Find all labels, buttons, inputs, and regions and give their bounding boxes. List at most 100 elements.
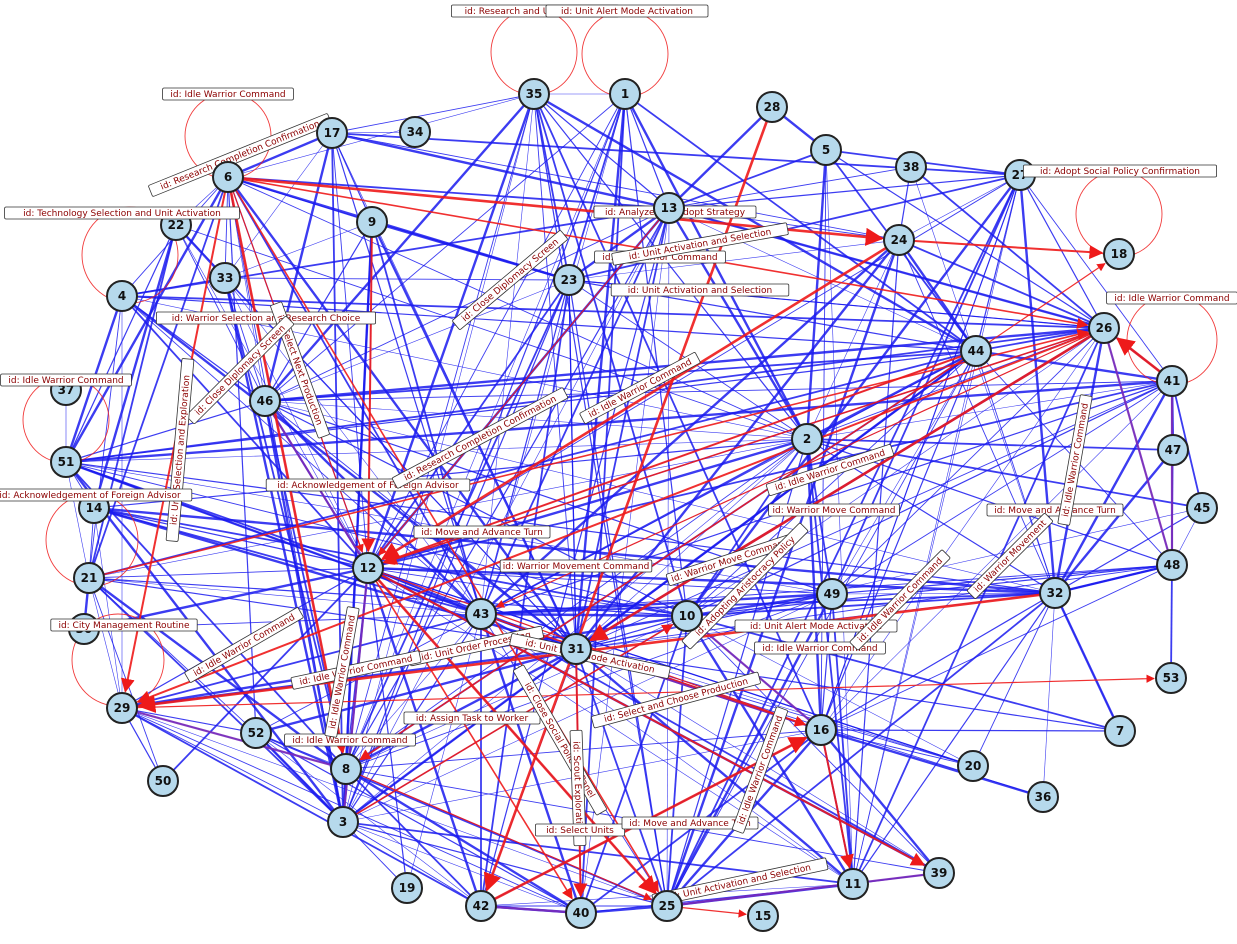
node-circle-4[interactable]: [106, 280, 138, 312]
loop-label-30: id: City Management Routine: [50, 618, 198, 632]
node-34[interactable]: 34: [399, 116, 431, 148]
node-circle-34[interactable]: [399, 116, 431, 148]
node-circle-12[interactable]: [352, 552, 384, 584]
node-36[interactable]: 36: [1027, 781, 1059, 813]
node-25[interactable]: 25: [651, 890, 683, 922]
node-circle-28[interactable]: [756, 91, 788, 123]
node-19[interactable]: 19: [391, 872, 423, 904]
node-39[interactable]: 39: [923, 857, 955, 889]
node-circle-43[interactable]: [465, 598, 497, 630]
node-circle-46[interactable]: [249, 385, 281, 417]
node-circle-23[interactable]: [553, 264, 585, 296]
node-33[interactable]: 33: [209, 262, 241, 294]
node-32[interactable]: 32: [1039, 577, 1071, 609]
node-circle-26[interactable]: [1088, 312, 1120, 344]
node-circle-35[interactable]: [518, 78, 550, 110]
node-43[interactable]: 43: [465, 598, 497, 630]
node-circle-53[interactable]: [1155, 662, 1187, 694]
node-circle-5[interactable]: [810, 134, 842, 166]
node-circle-17[interactable]: [316, 117, 348, 149]
node-11[interactable]: 11: [837, 868, 869, 900]
node-5[interactable]: 5: [810, 134, 842, 166]
node-49[interactable]: 49: [816, 578, 848, 610]
node-17[interactable]: 17: [316, 117, 348, 149]
node-circle-24[interactable]: [883, 224, 915, 256]
node-circle-2[interactable]: [791, 423, 823, 455]
node-circle-7[interactable]: [1104, 715, 1136, 747]
node-circle-31[interactable]: [560, 633, 592, 665]
node-18[interactable]: 18: [1103, 238, 1135, 270]
node-24[interactable]: 24: [883, 224, 915, 256]
node-circle-9[interactable]: [356, 206, 388, 238]
node-9[interactable]: 9: [356, 206, 388, 238]
node-circle-49[interactable]: [816, 578, 848, 610]
node-circle-11[interactable]: [837, 868, 869, 900]
node-16[interactable]: 16: [805, 714, 837, 746]
node-28[interactable]: 28: [756, 91, 788, 123]
node-circle-3[interactable]: [327, 806, 359, 838]
node-circle-15[interactable]: [747, 900, 779, 932]
node-44[interactable]: 44: [960, 335, 992, 367]
node-42[interactable]: 42: [465, 890, 497, 922]
node-53[interactable]: 53: [1155, 662, 1187, 694]
node-48[interactable]: 48: [1156, 549, 1188, 581]
node-10[interactable]: 10: [671, 600, 703, 632]
node-circle-39[interactable]: [923, 857, 955, 889]
node-38[interactable]: 38: [895, 151, 927, 183]
node-26[interactable]: 26: [1088, 312, 1120, 344]
node-circle-29[interactable]: [106, 692, 138, 724]
node-20[interactable]: 20: [957, 750, 989, 782]
edge-52-42: [255, 732, 482, 907]
node-21[interactable]: 21: [73, 562, 105, 594]
node-2[interactable]: 2: [791, 423, 823, 455]
node-35[interactable]: 35: [518, 78, 550, 110]
node-circle-42[interactable]: [465, 890, 497, 922]
node-circle-44[interactable]: [960, 335, 992, 367]
node-23[interactable]: 23: [553, 264, 585, 296]
node-circle-13[interactable]: [653, 192, 685, 224]
node-circle-10[interactable]: [671, 600, 703, 632]
edge-8-13: [345, 207, 670, 770]
node-circle-36[interactable]: [1027, 781, 1059, 813]
node-circle-47[interactable]: [1157, 434, 1189, 466]
node-circle-6[interactable]: [212, 161, 244, 193]
edge-14-12: [93, 507, 369, 569]
node-1[interactable]: 1: [609, 78, 641, 110]
node-circle-1[interactable]: [609, 78, 641, 110]
node-29[interactable]: 29: [106, 692, 138, 724]
node-circle-33[interactable]: [209, 262, 241, 294]
node-circle-50[interactable]: [147, 765, 179, 797]
node-circle-16[interactable]: [805, 714, 837, 746]
node-6[interactable]: 6: [212, 161, 244, 193]
node-circle-51[interactable]: [50, 446, 82, 478]
node-circle-18[interactable]: [1103, 238, 1135, 270]
node-46[interactable]: 46: [249, 385, 281, 417]
node-51[interactable]: 51: [50, 446, 82, 478]
node-circle-41[interactable]: [1156, 365, 1188, 397]
node-15[interactable]: 15: [747, 900, 779, 932]
node-40[interactable]: 40: [565, 897, 597, 929]
node-4[interactable]: 4: [106, 280, 138, 312]
node-circle-20[interactable]: [957, 750, 989, 782]
node-13[interactable]: 13: [653, 192, 685, 224]
node-circle-38[interactable]: [895, 151, 927, 183]
node-circle-48[interactable]: [1156, 549, 1188, 581]
node-41[interactable]: 41: [1156, 365, 1188, 397]
node-circle-32[interactable]: [1039, 577, 1071, 609]
node-52[interactable]: 52: [240, 717, 272, 749]
node-circle-19[interactable]: [391, 872, 423, 904]
node-circle-52[interactable]: [240, 717, 272, 749]
node-circle-21[interactable]: [73, 562, 105, 594]
node-8[interactable]: 8: [330, 753, 362, 785]
node-circle-25[interactable]: [651, 890, 683, 922]
node-31[interactable]: 31: [560, 633, 592, 665]
node-circle-8[interactable]: [330, 753, 362, 785]
node-3[interactable]: 3: [327, 806, 359, 838]
node-circle-40[interactable]: [565, 897, 597, 929]
node-7[interactable]: 7: [1104, 715, 1136, 747]
node-45[interactable]: 45: [1186, 492, 1218, 524]
node-50[interactable]: 50: [147, 765, 179, 797]
node-circle-45[interactable]: [1186, 492, 1218, 524]
node-47[interactable]: 47: [1157, 434, 1189, 466]
node-12[interactable]: 12: [352, 552, 384, 584]
